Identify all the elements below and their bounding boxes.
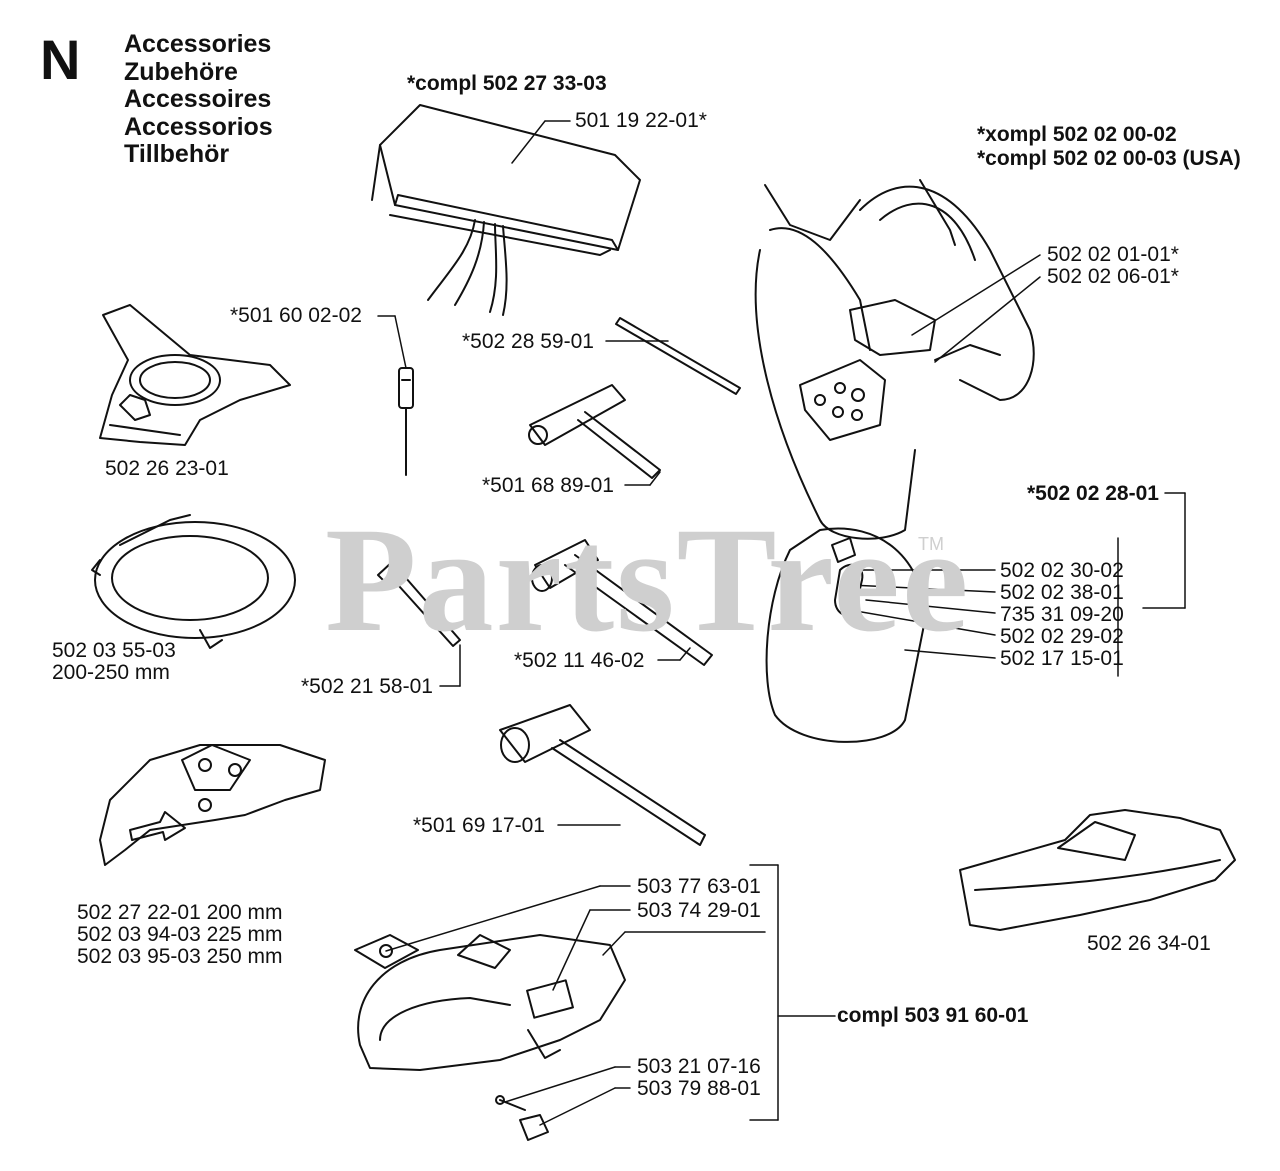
trimmer-head-drawing [91,514,296,649]
label-guard-3: 735 31 09-20 [1000,603,1124,626]
shield-drawing [354,934,626,1141]
label-tbar-wrench: *501 68 89-01 [482,474,614,497]
label-bag: 501 19 22-01* [575,109,707,132]
deflector-drawing [99,744,326,866]
label-trimmer-head: 502 03 55-03 [52,639,176,662]
title-es: Accessorios [124,112,273,141]
label-combi-wrench: *501 69 17-01 [413,814,545,837]
title-sv: Tillbehör [124,140,230,168]
label-rod: *502 28 59-01 [462,330,594,353]
label-shield-bolt: 503 21 07-16 [637,1055,761,1078]
label-shield-plate: 503 77 63-01 [637,875,761,898]
tool-bag-drawing [371,104,641,316]
label-deflector-2: 502 03 94-03 225 mm [77,923,283,946]
title-fr: Accessoires [124,85,272,113]
harness-drawing [754,179,1035,540]
label-guard-4: 502 02 29-02 [1000,625,1124,648]
label-blade-guard: 502 26 34-01 [1087,932,1211,955]
blade-drawing [99,304,291,446]
watermark: PartsTree [325,497,971,663]
section-letter: N [40,28,81,91]
group-harness-a: *xompl 502 02 00-02 [977,123,1177,146]
label-harness-hook2: 502 02 06-01* [1047,265,1179,288]
label-shield-decal: 503 74 29-01 [637,899,761,922]
screwdriver-drawing [398,367,414,476]
watermark-tm: TM [918,534,944,554]
title-en: Accessories [124,30,272,58]
label-guard-2: 502 02 38-01 [1000,581,1124,604]
label-harness-hook1: 502 02 01-01* [1047,243,1179,266]
group-kit-bag: *compl 502 27 33-03 [407,72,607,95]
label-guard-5: 502 17 15-01 [1000,647,1124,670]
hip-guard-drawing [765,527,926,743]
section-titles: Accessories Zubehöre Accessoires Accesso… [124,30,273,169]
title-de: Zubehöre [124,57,238,86]
tbar-wrench-drawing [528,384,661,479]
socket-wrench-drawing [531,539,713,666]
label-screwdriver: *501 60 02-02 [230,304,362,327]
blade-guard-drawing [959,809,1236,931]
group-harness-b: *compl 502 02 00-03 (USA) [977,147,1241,170]
group-guard-kit: *502 02 28-01 [1027,482,1159,505]
group-shield-kit: compl 503 91 60-01 [837,1004,1029,1027]
hex-key-drawing [377,561,461,647]
label-socket-wrench: *502 11 46-02 [514,649,645,672]
label-trimmer-size: 200-250 mm [52,661,170,684]
label-hex-key: *502 21 58-01 [301,675,433,698]
combi-wrench-drawing [499,704,706,846]
leader-lines [377,120,1186,1126]
rod-drawing [615,317,741,395]
label-deflector-1: 502 27 22-01 200 mm [77,901,283,924]
label-shield-clip: 503 79 88-01 [637,1077,761,1100]
label-blade: 502 26 23-01 [105,457,229,480]
label-deflector-3: 502 03 95-03 250 mm [77,945,283,968]
label-guard-1: 502 02 30-02 [1000,559,1124,582]
